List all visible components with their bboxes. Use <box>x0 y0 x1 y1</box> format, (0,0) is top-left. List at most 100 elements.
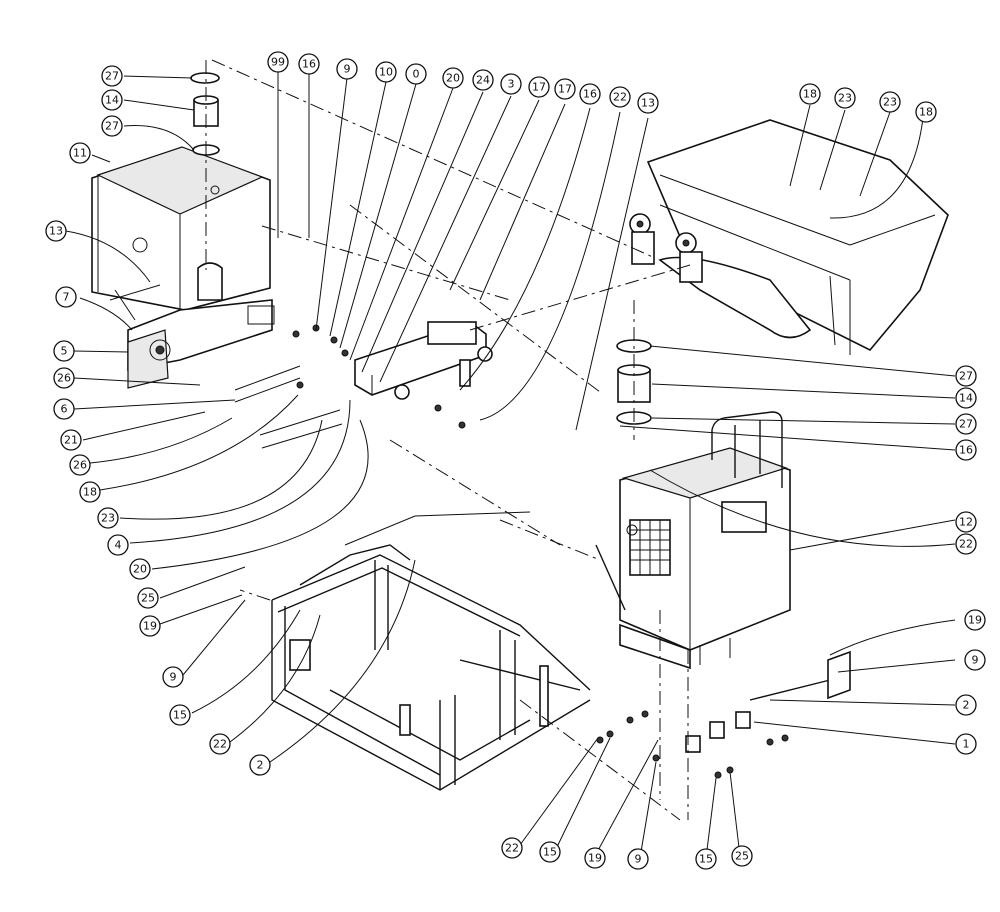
callout-number: 27 <box>959 370 973 383</box>
callout-number: 25 <box>141 592 155 605</box>
callout-11: 11 <box>69 142 91 164</box>
callout-circle <box>69 142 91 164</box>
callout-circle <box>955 511 977 533</box>
callout-circle <box>554 78 576 100</box>
callout-circle <box>137 587 159 609</box>
center-lines <box>205 59 691 821</box>
callout-18: 18 <box>799 83 821 105</box>
callout-number: 14 <box>105 94 119 107</box>
callout-circle <box>60 429 82 451</box>
callout-number: 19 <box>588 852 602 865</box>
callout-number: 22 <box>505 842 519 855</box>
callout-circle <box>834 87 856 109</box>
callout-circle <box>964 609 986 631</box>
callout-23: 23 <box>834 87 856 109</box>
callout-16: 16 <box>298 53 320 75</box>
callout-27: 27 <box>955 413 977 435</box>
callout-number: 13 <box>641 97 655 110</box>
callout-18: 18 <box>915 101 937 123</box>
leader-lines <box>65 70 956 859</box>
callout-7: 7 <box>55 286 77 308</box>
callout-number: 22 <box>613 91 627 104</box>
center-bar <box>354 321 493 400</box>
callout-circle <box>609 86 631 108</box>
callout-number: 25 <box>735 850 749 863</box>
callout-number: 26 <box>73 459 87 472</box>
mount-subframe <box>271 511 591 791</box>
callout-number: 13 <box>49 225 63 238</box>
callout-circle <box>267 51 289 73</box>
callout-number: 7 <box>63 291 70 304</box>
callout-number: 16 <box>583 88 597 101</box>
callout-22: 22 <box>209 733 231 755</box>
callout-circle <box>101 89 123 111</box>
callout-circle <box>69 454 91 476</box>
callout-number: 9 <box>170 671 177 684</box>
callout-number: 1 <box>963 738 970 751</box>
callout-1: 1 <box>955 733 977 755</box>
callout-22: 22 <box>955 533 977 555</box>
callout-number: 23 <box>883 96 897 109</box>
truck-frame <box>629 119 949 355</box>
callout-circle <box>627 848 649 870</box>
callout-circle <box>915 101 937 123</box>
callout-circle <box>405 63 427 85</box>
callout-number: 27 <box>105 70 119 83</box>
callout-number: 27 <box>959 418 973 431</box>
callout-circle <box>879 91 901 113</box>
callout-14: 14 <box>955 387 977 409</box>
callout-number: 18 <box>83 486 97 499</box>
callout-25: 25 <box>137 587 159 609</box>
callout-number: 15 <box>543 846 557 859</box>
callout-18: 18 <box>79 481 101 503</box>
callout-16: 16 <box>955 439 977 461</box>
callout-circle <box>799 83 821 105</box>
callout-number: 27 <box>105 120 119 133</box>
callout-number: 19 <box>968 614 982 627</box>
callout-circle <box>579 83 601 105</box>
callout-number: 10 <box>379 66 393 79</box>
callout-circle <box>955 733 977 755</box>
callout-number: 5 <box>61 345 68 358</box>
callout-6: 6 <box>53 398 75 420</box>
callout-circle <box>955 387 977 409</box>
callout-circle <box>584 847 606 869</box>
callout-circle <box>162 666 184 688</box>
callout-22: 22 <box>609 86 631 108</box>
callout-20: 20 <box>129 558 151 580</box>
callout-25: 25 <box>731 845 753 867</box>
callout-circle <box>53 340 75 362</box>
callout-2: 2 <box>955 694 977 716</box>
callout-9: 9 <box>627 848 649 870</box>
callout-circle <box>209 733 231 755</box>
callout-number: 2 <box>963 699 970 712</box>
callout-number: 16 <box>302 58 316 71</box>
left-hopper <box>91 146 275 389</box>
callout-number: 19 <box>143 620 157 633</box>
callout-number: 20 <box>446 72 460 85</box>
callout-circle <box>249 754 271 776</box>
callout-14: 14 <box>101 89 123 111</box>
callout-number: 17 <box>532 81 546 94</box>
callout-13: 13 <box>45 220 67 242</box>
callout-number: 23 <box>838 92 852 105</box>
callout-9: 9 <box>964 649 986 671</box>
callout-number: 18 <box>919 106 933 119</box>
callout-circle <box>500 73 522 95</box>
callout-19: 19 <box>964 609 986 631</box>
callout-circle <box>45 220 67 242</box>
callout-circle <box>55 286 77 308</box>
mount-blocks <box>596 650 851 779</box>
callout-circle <box>501 837 523 859</box>
callout-4: 4 <box>107 534 129 556</box>
callout-circle <box>101 115 123 137</box>
callout-circle <box>955 439 977 461</box>
callout-number: 6 <box>61 403 68 416</box>
callout-23: 23 <box>879 91 901 113</box>
hardware-left-cluster <box>234 324 466 449</box>
callout-number: 9 <box>635 853 642 866</box>
callout-number: 16 <box>959 444 973 457</box>
callout-10: 10 <box>375 61 397 83</box>
callout-circle <box>539 841 561 863</box>
